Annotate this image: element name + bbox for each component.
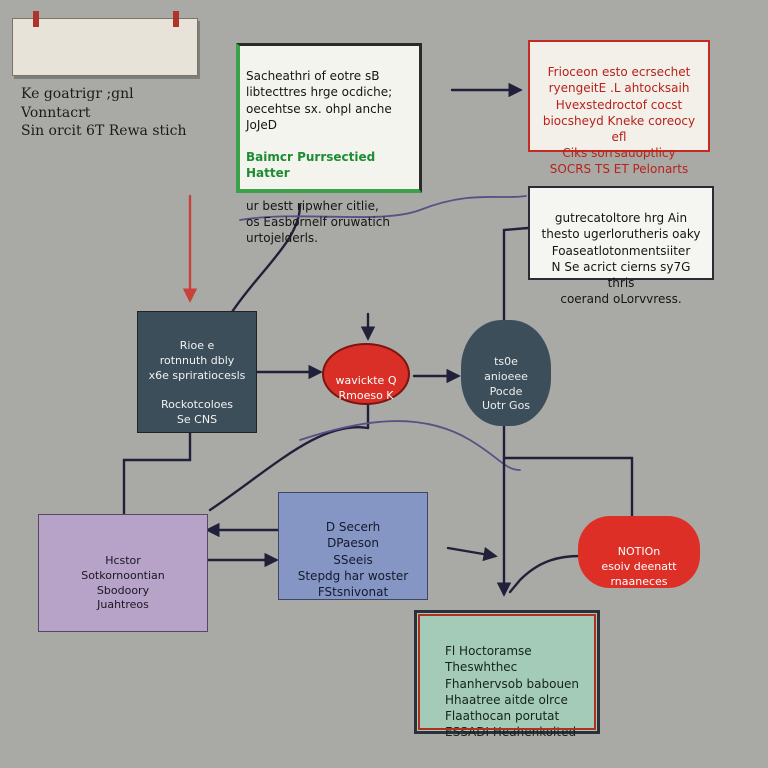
note-red: Frioceon esto ecrsechet ryengeitE .L aht…	[528, 40, 710, 176]
curve-purple-long	[239, 195, 527, 221]
line-grey-note-down	[502, 226, 530, 324]
pin-icon	[173, 11, 179, 27]
node-red-oval-text: wavickte Q Rmoeso K	[335, 373, 397, 402]
node-red-oval: wavickte Q Rmoeso K	[322, 343, 410, 405]
node-purple: Hcstor Sotkornoontian Sbodoory Juahtreos	[38, 514, 208, 632]
note-green-text-b: ur bestt ripwher citlie, os Easbornelf o…	[246, 198, 390, 246]
title-sign: Ke goatrigr ;gnl Vonntacrt Sin orcit 6T …	[12, 11, 198, 139]
note-teal: Fl Hoctoramse Theswhthec Fhanhervsob bab…	[414, 610, 600, 739]
curve-oval-to-purple	[208, 425, 370, 512]
note-teal-text: Fl Hoctoramse Theswhthec Fhanhervsob bab…	[445, 644, 580, 740]
node-blue: D Secerh DPaeson SSeeis Stepdg har woste…	[278, 492, 428, 600]
node-purple-text: Hcstor Sotkornoontian Sbodoory Juahtreos	[81, 553, 165, 612]
node-red-bubble: NOTIOn esoiv deenatt rnaaneces	[578, 516, 700, 588]
line-darkbox-to-purple	[122, 431, 192, 518]
node-blue-text: D Secerh DPaeson SSeeis Stepdg har woste…	[297, 520, 409, 599]
arrow-blue-to-bubble	[446, 546, 498, 562]
title-sign-text: Ke goatrigr ;gnl Vonntacrt Sin orcit 6T …	[21, 85, 187, 140]
note-grey: gutrecatoltore hrg Ain thesto ugerloruth…	[528, 186, 714, 306]
node-red-bubble-text: NOTIOn esoiv deenatt rnaaneces	[601, 544, 677, 588]
pin-icon	[33, 11, 39, 27]
node-dark-oval-text: ts0e anioeee Pocde Uotr Gos	[481, 354, 531, 413]
line-darkoval-to-bubble	[502, 456, 634, 518]
node-dark-box: Rioe e rotnnuth dbly x6e spriratiocesls …	[137, 311, 257, 433]
note-green-emphasis: Baimcr Purrsectied Hatter	[246, 150, 376, 181]
node-dark-oval: ts0e anioeee Pocde Uotr Gos	[461, 320, 551, 426]
note-green: Sacheathri of eotre sB libtecttres hrge …	[236, 43, 422, 245]
note-green-text-a: Sacheathri of eotre sB libtecttres hrge …	[246, 69, 393, 132]
curve-purple-to-teal	[299, 420, 521, 471]
note-grey-text: gutrecatoltore hrg Ain thesto ugerloruth…	[541, 211, 701, 307]
node-dark-box-text: Rioe e rotnnuth dbly x6e spriratiocesls …	[148, 338, 246, 427]
line-bubble-to-teal	[508, 554, 582, 594]
note-red-text: Frioceon esto ecrsechet ryengeitE .L aht…	[542, 65, 696, 177]
